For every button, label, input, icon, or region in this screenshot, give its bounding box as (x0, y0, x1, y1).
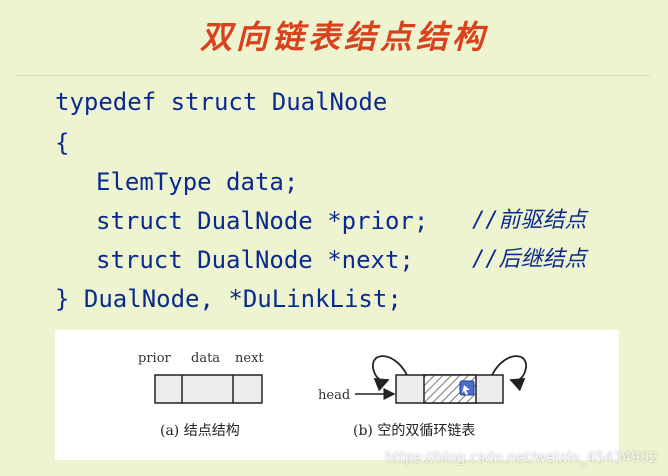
code-line-next-field: struct DualNode *next; (96, 246, 414, 274)
code-line-prior-field: struct DualNode *prior; (96, 207, 429, 235)
code-line-data-field: ElemType data; (96, 168, 299, 196)
watermark: https://blog.csdn.net/weixin_45434902 (384, 450, 658, 466)
label-data: data (191, 351, 221, 366)
caption-node-structure: (a) 结点结构 (160, 423, 240, 439)
next-self-loop-arrow (491, 355, 527, 392)
prior-self-loop-arrow (372, 355, 408, 392)
code-comment-prior: //前驱结点 (472, 208, 587, 233)
figure-diagram (154, 355, 527, 404)
slide-title: 双向链表结点结构 (200, 18, 489, 56)
empty-list-diagram (355, 355, 527, 404)
code-line-typedef: typedef struct DualNode (55, 88, 388, 116)
code-line-close-typedef: } DualNode, *DuLinkList; (55, 285, 402, 313)
title-divider (15, 75, 650, 76)
caption-empty-list: (b) 空的双循环链表 (353, 423, 476, 439)
code-block: typedef struct DualNode { ElemType data;… (55, 88, 587, 313)
node-structure-figure: prior data next head (a) 结点结构 (b) 空的双循环链… (55, 330, 619, 460)
label-next: next (235, 351, 264, 366)
node-box (154, 374, 263, 404)
node-diagram (154, 374, 263, 404)
label-head: head (318, 388, 351, 403)
code-comment-next: //后继结点 (472, 247, 587, 272)
code-line-open-brace: { (55, 129, 70, 157)
label-prior: prior (138, 351, 171, 366)
cursor-icon (459, 380, 475, 396)
